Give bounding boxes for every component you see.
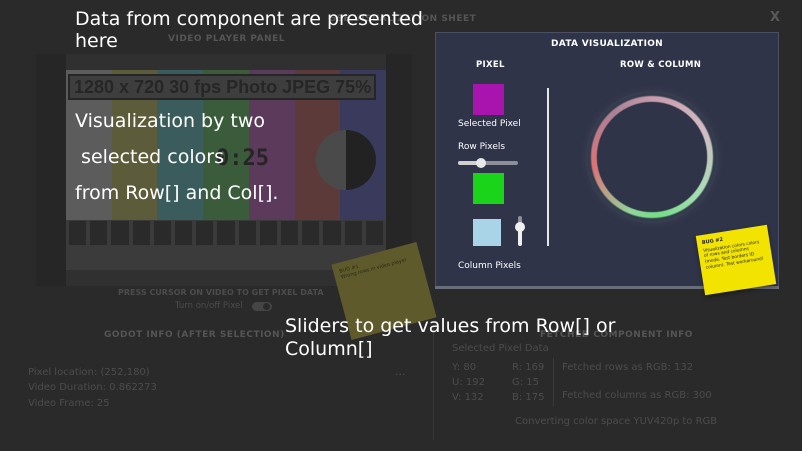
video-frame[interactable]: 1280 x 720 30 fps Photo JPEG 75% 0:25 [66,70,386,270]
close-icon[interactable]: X [769,10,780,25]
row-slider-thumb[interactable] [475,158,486,168]
g-value: G: 15 [512,377,540,388]
row-column-header: ROW & COLUMN [620,60,702,70]
video-frame-number: Video Frame: 25 [28,398,110,409]
panel-bottom-bar [435,286,779,289]
pixel-toggle[interactable] [252,302,272,311]
godot-info-title: GODOT INFO (AFTER SELECTION) [104,330,285,340]
panel-divider [433,325,434,440]
more-icon[interactable]: ··· [395,368,406,381]
data-visualization-title: DATA VISUALIZATION [550,39,663,49]
column-pixels-slider[interactable] [515,216,525,246]
annotation-line: selected colors [75,146,224,168]
annotation-line: from Row[] and Col[]. [75,182,279,204]
column-pixels-label: Column Pixels [458,261,521,271]
annotation-component-data: Data from component are presented here [75,8,423,52]
fetched-rows: Fetched rows as RGB: 132 [562,362,694,373]
resolution-banner: 1280 x 720 30 fps Photo JPEG 75% [68,74,376,100]
press-cursor-hint: PRESS CURSOR ON VIDEO TO GET PIXEL DATA [118,288,324,297]
selected-pixel-data-label: Selected Pixel Data [452,343,549,354]
sheet-title: SSE VISUALIZATION SHEET [330,14,477,24]
toggle-label: Turn on/off Pixel [175,301,243,311]
r-value: R: 169 [512,362,545,373]
column-pixel-swatch [473,219,501,246]
pixel-location: Pixel location: (252,180) [28,367,150,378]
fetched-columns: Fetched columns as RGB: 300 [562,390,712,401]
color-space-note: Converting color space YUV420p to RGB [515,416,718,427]
annotation-line: Sliders to get values from Row[] or [285,315,616,337]
annotation-sliders: Sliders to get values from Row[] or Colu… [285,315,615,361]
y-value: Y: 80 [452,362,477,373]
row-column-color-ring [590,95,714,219]
u-value: U: 192 [452,377,485,388]
column-slider-fill [518,226,522,246]
row-pixels-slider[interactable] [458,158,518,168]
row-pixels-label: Row Pixels [458,142,506,152]
row-slider-fill [458,161,481,165]
selected-pixel-swatch [473,84,504,115]
v-value: V: 132 [452,392,484,403]
annotation-line: here [75,30,118,52]
panel-vertical-divider [547,88,549,246]
selected-pixel-label: Selected Pixel [458,119,521,129]
values-divider [553,358,554,406]
pixel-header: PIXEL [476,60,505,70]
column-slider-thumb[interactable] [515,221,525,232]
annotation-line: Visualization by two [75,110,266,132]
b-value: B: 175 [512,392,545,403]
timecode: 0:25 [216,146,269,171]
annotation-line: Column[] [285,338,373,360]
countdown-pie-icon [316,130,376,190]
video-duration: Video Duration: 0.862273 [28,382,157,393]
player-panel-title: VIDEO PLAYER PANEL [168,34,286,44]
annotation-line: Data from component are presented [75,8,423,30]
grayscale-row [66,220,386,246]
component-info-title: FETCHED COMPONENT INFO [540,330,693,340]
annotation-visualization: Visualization by two selected colors fro… [75,110,278,204]
bug-sticky-note: BUG #2 Visualization colors colors of ro… [695,224,777,296]
player-left-bar [36,54,66,286]
row-pixel-swatch [473,173,504,204]
